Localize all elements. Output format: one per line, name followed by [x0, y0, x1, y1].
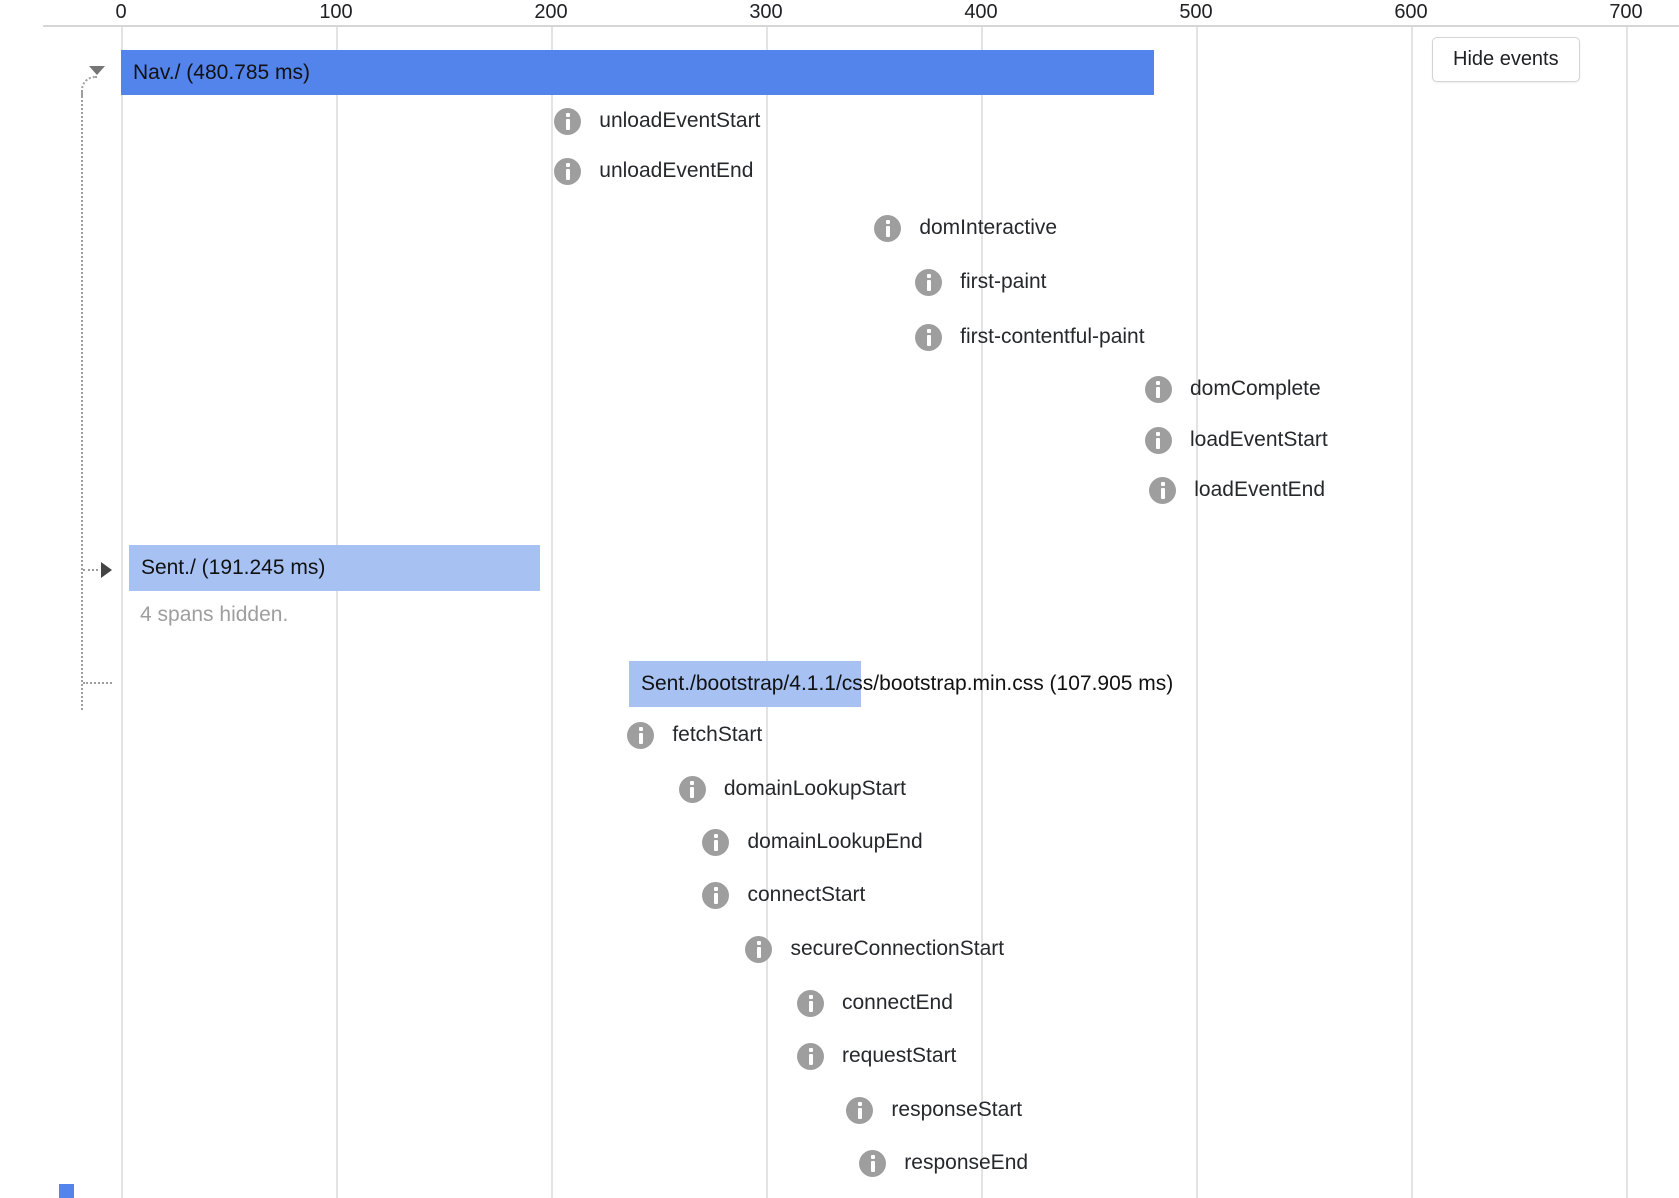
event-label: unloadEventEnd: [599, 159, 754, 182]
event-label: first-paint: [960, 270, 1047, 293]
gridline: [1196, 27, 1198, 1198]
info-icon[interactable]: [915, 323, 943, 351]
event-label: secureConnectionStart: [790, 937, 1005, 960]
span-bar-bootstrap-css[interactable]: Sent./bootstrap/4.1.1/css/bootstrap.min.…: [629, 661, 1173, 707]
event-label: unloadEventStart: [599, 109, 761, 132]
info-icon[interactable]: [1149, 476, 1177, 504]
event-marker-unloadEventStart: unloadEventStart: [554, 106, 760, 136]
info-icon[interactable]: [678, 775, 706, 803]
event-label: domainLookupStart: [723, 777, 906, 800]
gridline: [121, 27, 123, 1198]
info-icon[interactable]: [745, 935, 773, 963]
event-label: first-contentful-paint: [960, 325, 1145, 348]
event-label: connectEnd: [842, 991, 953, 1014]
info-icon[interactable]: [702, 881, 730, 909]
info-icon[interactable]: [846, 1096, 874, 1124]
info-icon[interactable]: [1144, 375, 1172, 403]
gridline: [981, 27, 983, 1198]
expand-arrow-icon[interactable]: [101, 562, 112, 578]
gridline: [1626, 27, 1628, 1198]
gridline: [336, 27, 338, 1198]
span-label: Sent./bootstrap/4.1.1/css/bootstrap.min.…: [641, 672, 1174, 695]
tree-connector: [81, 76, 97, 96]
info-icon[interactable]: [915, 268, 943, 296]
info-icon[interactable]: [554, 107, 582, 135]
span-label: Sent./ (191.245 ms): [140, 556, 326, 579]
ruler-tick: 200: [534, 1, 568, 23]
info-icon[interactable]: [874, 214, 902, 242]
event-label: domInteractive: [919, 216, 1058, 239]
event-marker-domainLookupEnd: domainLookupEnd: [702, 827, 923, 857]
ruler-tick: 300: [749, 1, 783, 23]
event-marker-unloadEventEnd: unloadEventEnd: [554, 156, 753, 186]
event-marker-first-paint: first-paint: [915, 267, 1047, 297]
event-marker-secureConnectionStart: secureConnectionStart: [745, 934, 1004, 964]
event-label: domainLookupEnd: [747, 830, 923, 853]
gridline: [551, 27, 553, 1198]
tree-connector: [83, 682, 112, 684]
event-marker-domInteractive: domInteractive: [874, 213, 1057, 243]
span-bar-sent[interactable]: Sent./ (191.245 ms): [128, 545, 540, 591]
partial-span-bar: [59, 1184, 74, 1198]
ruler-tick: 700: [1609, 1, 1643, 23]
event-label: loadEventEnd: [1194, 478, 1326, 501]
event-label: responseStart: [891, 1098, 1023, 1121]
event-label: loadEventStart: [1189, 428, 1328, 451]
hide-events-button[interactable]: Hide events: [1432, 37, 1580, 82]
event-marker-first-contentful-paint: first-contentful-paint: [915, 322, 1145, 352]
info-icon[interactable]: [1144, 426, 1172, 454]
event-marker-connectStart: connectStart: [702, 880, 865, 910]
info-icon[interactable]: [627, 721, 655, 749]
event-label: connectStart: [747, 883, 866, 906]
tree-connector: [83, 569, 98, 571]
collapse-arrow-icon[interactable]: [89, 66, 105, 75]
event-label: requestStart: [842, 1044, 957, 1067]
tree-connector: [81, 92, 83, 710]
event-marker-fetchStart: fetchStart: [627, 720, 762, 750]
info-icon[interactable]: [702, 828, 730, 856]
info-icon[interactable]: [554, 157, 582, 185]
info-icon[interactable]: [859, 1149, 887, 1177]
info-icon[interactable]: [797, 989, 824, 1017]
hidden-spans-note: 4 spans hidden.: [140, 603, 289, 626]
ruler-line: [43, 25, 1679, 27]
info-icon[interactable]: [797, 1042, 824, 1070]
event-label: responseEnd: [904, 1151, 1029, 1174]
ruler-tick: 100: [319, 1, 353, 23]
event-marker-connectEnd: connectEnd: [797, 988, 953, 1018]
gridline: [766, 27, 768, 1198]
event-label: fetchStart: [672, 723, 763, 746]
event-marker-domainLookupStart: domainLookupStart: [678, 774, 906, 804]
ruler-tick: 500: [1179, 1, 1213, 23]
ruler-tick: 600: [1394, 1, 1428, 23]
event-label: domComplete: [1189, 377, 1321, 400]
event-marker-responseStart: responseStart: [846, 1095, 1022, 1125]
ruler-tick: 0: [115, 1, 127, 23]
span-bar-nav[interactable]: Nav./ (480.785 ms): [121, 50, 1154, 95]
span-label: Nav./ (480.785 ms): [133, 60, 311, 84]
event-marker-responseEnd: responseEnd: [859, 1148, 1028, 1178]
ruler-tick: 400: [964, 1, 998, 23]
event-marker-requestStart: requestStart: [797, 1041, 956, 1071]
event-marker-domComplete: domComplete: [1144, 374, 1321, 404]
gridline: [1411, 27, 1413, 1198]
event-marker-loadEventEnd: loadEventEnd: [1149, 475, 1325, 505]
event-marker-loadEventStart: loadEventStart: [1144, 425, 1328, 455]
